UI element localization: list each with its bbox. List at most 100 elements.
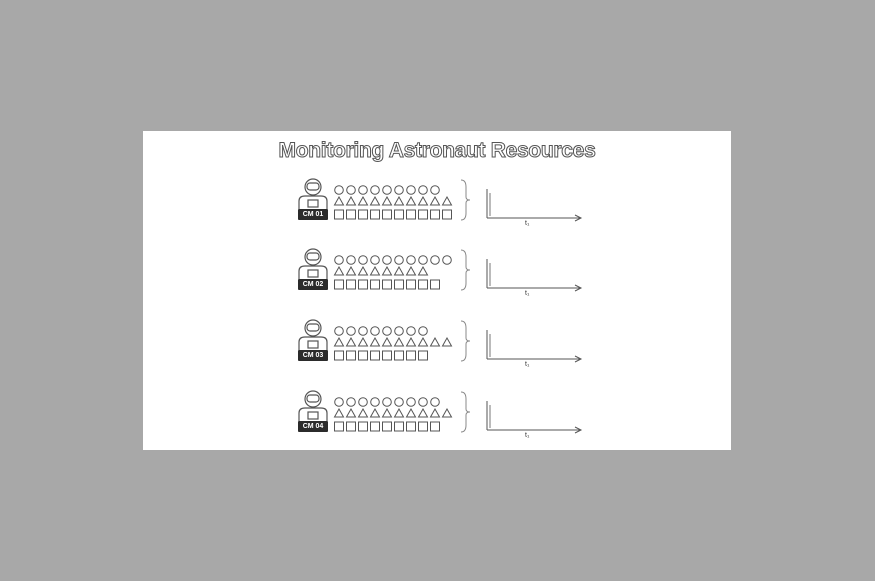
- resource-triangle: [441, 407, 453, 418]
- resource-square: [370, 350, 380, 361]
- resource-triangle: [405, 336, 417, 347]
- resource-circle: [406, 397, 416, 407]
- resource-square: [394, 279, 404, 290]
- resource-triangle: [357, 265, 369, 276]
- resource-triangle: [333, 336, 345, 347]
- resource-circle: [430, 255, 440, 265]
- resource-circle: [394, 397, 404, 407]
- resource-square: [418, 350, 428, 361]
- astronaut-icon: [298, 319, 328, 350]
- resource-circle: [346, 255, 356, 265]
- resource-circle: [382, 326, 392, 336]
- resource-triangle: [369, 336, 381, 347]
- resource-square: [406, 350, 416, 361]
- resource-circle: [346, 397, 356, 407]
- resource-circle: [406, 255, 416, 265]
- resource-square: [418, 279, 428, 290]
- resource-triangle: [417, 195, 429, 206]
- astronaut-chest: [307, 340, 319, 349]
- resource-triangle: [441, 195, 453, 206]
- resource-square: [346, 350, 356, 361]
- astronaut-icon: [298, 248, 328, 279]
- resource-triangle: [429, 407, 441, 418]
- resource-triangle: [357, 336, 369, 347]
- resource-circle: [418, 255, 428, 265]
- resource-square: [394, 209, 404, 220]
- resource-circle: [334, 255, 344, 265]
- astronaut-body: [298, 407, 328, 421]
- resource-triangle: [369, 407, 381, 418]
- resource-triangle: [369, 265, 381, 276]
- crew-row-1: CM 01 t₁: [143, 175, 731, 237]
- x-axis-arrow: [574, 355, 583, 363]
- resource-triangle: [417, 336, 429, 347]
- resource-circle: [418, 397, 428, 407]
- resource-circle: [382, 185, 392, 195]
- crew-row-2: CM 02 t₁: [143, 245, 731, 307]
- brace: [460, 391, 471, 433]
- resource-square: [370, 279, 380, 290]
- x-axis-arrow: [574, 426, 583, 434]
- time-axis-label: t₁: [525, 361, 530, 368]
- resource-circle: [430, 397, 440, 407]
- astronaut-icon: [298, 178, 328, 209]
- crew-badge: CM 01: [298, 209, 328, 220]
- resource-circle: [334, 185, 344, 195]
- resource-triangle: [405, 195, 417, 206]
- resource-square: [346, 421, 356, 432]
- resource-triangle: [405, 265, 417, 276]
- brace: [460, 249, 471, 291]
- resource-triangle: [345, 265, 357, 276]
- astronaut-helmet: [304, 248, 322, 266]
- astronaut-helmet: [304, 390, 322, 408]
- time-axis-label: t₁: [525, 290, 530, 297]
- resource-square: [394, 421, 404, 432]
- brace: [460, 320, 471, 362]
- astronaut-chest: [307, 269, 319, 278]
- resource-circle: [418, 185, 428, 195]
- crew-row-graphic: [298, 178, 583, 222]
- resource-square: [346, 279, 356, 290]
- astronaut-chest: [307, 199, 319, 208]
- resource-circle: [334, 326, 344, 336]
- crew-row-graphic: [298, 248, 583, 292]
- brace: [460, 179, 471, 221]
- resource-triangle: [393, 407, 405, 418]
- resource-triangle: [381, 407, 393, 418]
- resource-square: [358, 421, 368, 432]
- resource-triangle: [429, 195, 441, 206]
- resource-circle: [370, 326, 380, 336]
- resource-triangle: [357, 195, 369, 206]
- crew-row-graphic: [298, 319, 583, 363]
- resource-square: [346, 209, 356, 220]
- resource-triangle: [381, 336, 393, 347]
- resource-triangle: [345, 407, 357, 418]
- resource-triangle: [393, 336, 405, 347]
- resource-square: [430, 279, 440, 290]
- astronaut-helmet: [304, 319, 322, 337]
- astronaut-visor: [306, 394, 320, 403]
- resource-square: [406, 279, 416, 290]
- resource-triangle: [405, 407, 417, 418]
- resource-circle: [406, 326, 416, 336]
- x-axis-arrow: [574, 214, 583, 222]
- astronaut-visor: [306, 323, 320, 332]
- resource-square: [382, 209, 392, 220]
- resource-triangle: [345, 336, 357, 347]
- crew-badge: CM 03: [298, 350, 328, 361]
- resource-circle: [358, 255, 368, 265]
- resource-square: [418, 209, 428, 220]
- resource-circle: [430, 185, 440, 195]
- astronaut-visor: [306, 252, 320, 261]
- resource-square: [370, 209, 380, 220]
- resource-square: [358, 350, 368, 361]
- resource-circle: [394, 255, 404, 265]
- resource-square: [358, 209, 368, 220]
- resource-circle: [358, 326, 368, 336]
- resource-triangle: [357, 407, 369, 418]
- resource-square: [382, 350, 392, 361]
- resource-square: [394, 350, 404, 361]
- resource-circle: [370, 397, 380, 407]
- resource-square: [334, 350, 344, 361]
- resource-circle: [382, 397, 392, 407]
